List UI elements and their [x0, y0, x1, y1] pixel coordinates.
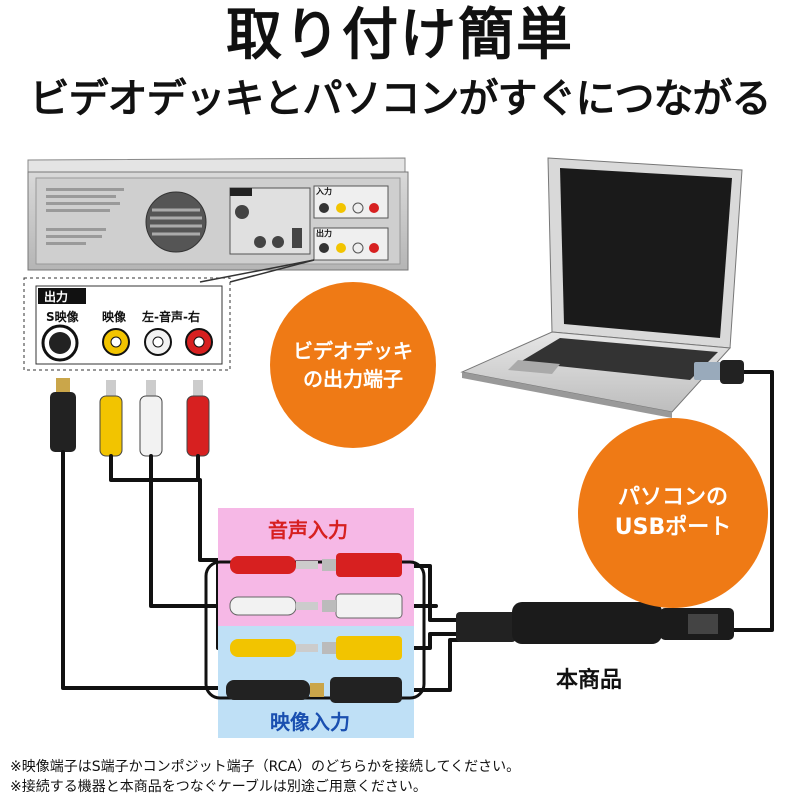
video-input-label: 映像入力 [270, 706, 350, 735]
deck-output-callout: ビデオデッキ の出力端子 [270, 282, 436, 448]
note-1: ※映像端子はS端子かコンポジット端子（RCA）のどちらかを接続してください。 [10, 758, 520, 776]
audio-input-label: 音声入力 [268, 514, 348, 543]
deck-plugs [50, 378, 209, 456]
deck-output-callout-line2: の出力端子 [303, 365, 403, 393]
product-label: 本商品 [556, 662, 622, 694]
laptop [462, 158, 744, 418]
video-label: 映像 [102, 308, 126, 325]
pc-usb-callout-line2: USBポート [615, 513, 731, 543]
pc-usb-callout: パソコンの USBポート [578, 418, 768, 608]
note-2: ※接続する機器と本商品をつなぐケーブルは別途ご用意ください。 [10, 778, 427, 796]
vcr-deck [28, 158, 408, 270]
zoom-output-label: 出力 [44, 288, 68, 305]
deck-output-callout-line1: ビデオデッキ [293, 337, 413, 365]
s-video-label: S映像 [46, 308, 79, 325]
deck-input-label: 入力 [316, 186, 332, 197]
audio-label: 左-音声-右 [142, 308, 200, 325]
product-dongle [456, 602, 734, 644]
deck-output-label: 出力 [316, 228, 332, 239]
pc-usb-callout-line1: パソコンの [618, 483, 728, 513]
